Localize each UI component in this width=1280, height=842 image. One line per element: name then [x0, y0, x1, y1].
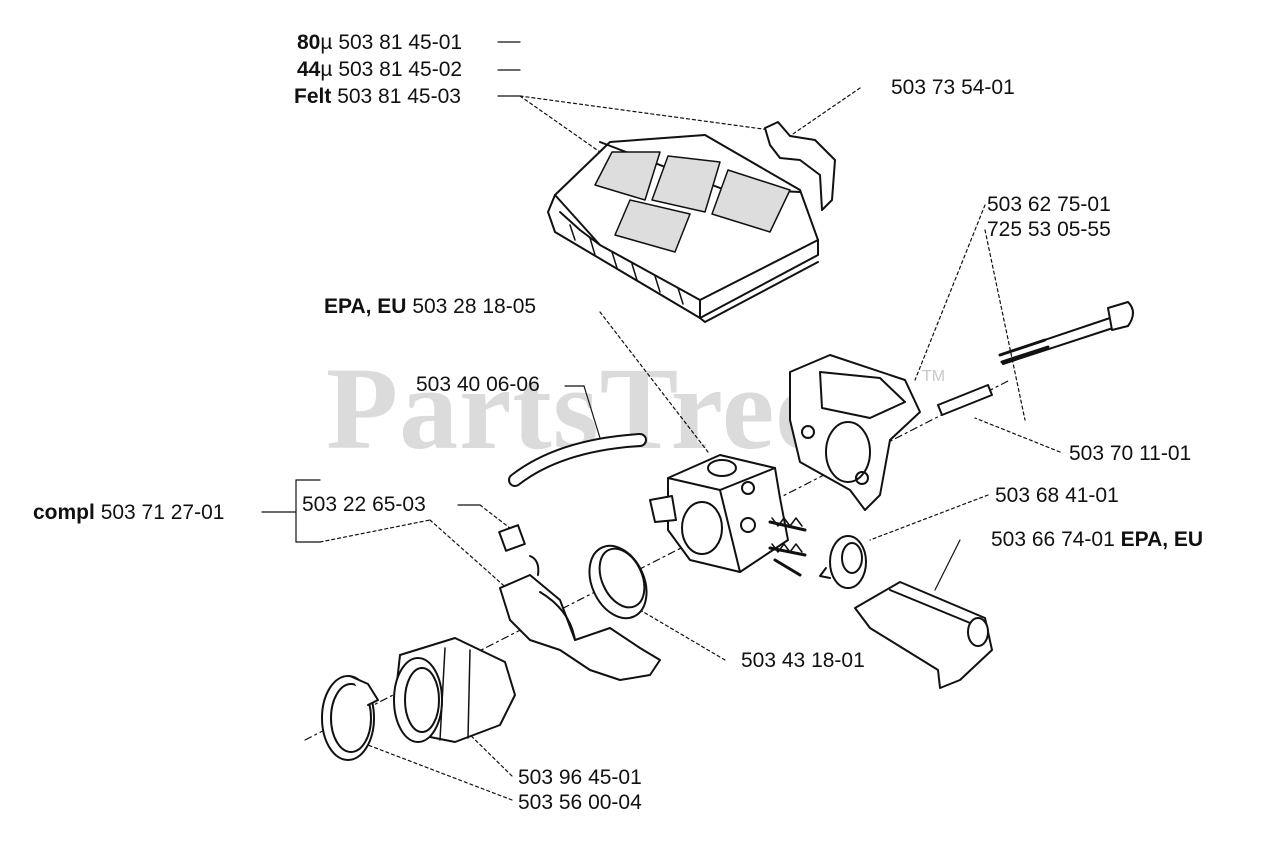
filter-80-prefix: 80 [297, 31, 321, 54]
intake-boot [393, 637, 516, 743]
filter-44-unit: µ [320, 58, 333, 81]
callout-sleeve: 503 70 11-01 [1069, 442, 1191, 466]
callout-gasket: 503 62 75-01 [987, 193, 1111, 217]
carburetor [649, 454, 807, 577]
sleeve [937, 384, 993, 416]
callout-fuel-hose: 503 40 06-06 [416, 373, 540, 397]
callout-intake-boot: 503 96 45-01 [518, 766, 642, 790]
filter-80-part-number: 503 81 45-01 [338, 31, 463, 54]
callout-filter-felt: Felt 503 81 45-03 [294, 85, 461, 109]
callout-filter-80: 80µ 503 81 45-01 [297, 31, 462, 55]
callout-o-ring: 503 43 18-01 [741, 649, 865, 673]
callout-bolt: 725 53 05-55 [987, 218, 1111, 242]
callout-hose-clamp: 503 56 00-04 [518, 791, 642, 815]
adjuster-knob [819, 535, 867, 589]
bolt-part-number: 725 53 05-55 [987, 218, 1111, 241]
fuel-hose [508, 433, 647, 487]
intake-flange [789, 354, 921, 511]
callout-choke-rod: 503 66 74-01 EPA, EU [991, 528, 1203, 552]
hose-clamp [321, 675, 379, 761]
intake-boot-part-number: 503 96 45-01 [518, 766, 642, 789]
callout-carburetor: EPA, EU 503 28 18-05 [324, 295, 536, 319]
choke-rod-part-number: 503 66 74-01 [991, 528, 1115, 551]
filter-44-prefix: 44 [297, 58, 321, 81]
cover-bracket-part-number: 503 73 54-01 [891, 76, 1015, 99]
callout-filter-44: 44µ 503 81 45-02 [297, 58, 462, 82]
filter-80-unit: µ [320, 31, 333, 54]
choke-rod-suffix: EPA, EU [1120, 528, 1204, 551]
watermark-trademark: TM [922, 368, 946, 385]
hose-clamp-part-number: 503 56 00-04 [518, 791, 642, 814]
choke-rod [854, 581, 993, 689]
filter-44-part-number: 503 81 45-02 [338, 58, 463, 81]
carburetor-prefix: EPA, EU [324, 295, 407, 318]
callout-cover-bracket: 503 73 54-01 [891, 76, 1015, 100]
bracket-nut-part-number: 503 22 65-03 [302, 493, 426, 516]
callout-complete-kit: compl 503 71 27-01 [33, 501, 224, 525]
filter-felt-part-number: 503 81 45-03 [337, 85, 461, 108]
callout-knob: 503 68 41-01 [995, 484, 1119, 508]
cover-bracket [764, 121, 836, 211]
knob-part-number: 503 68 41-01 [995, 484, 1119, 507]
bolt [998, 301, 1134, 365]
complete-kit-prefix: compl [33, 501, 95, 524]
bracket [498, 524, 661, 681]
air-filter-cover [547, 134, 819, 323]
o-ring [588, 544, 648, 620]
complete-kit-part-number: 503 71 27-01 [100, 501, 225, 524]
fuel-hose-part-number: 503 40 06-06 [416, 373, 540, 396]
o-ring-part-number: 503 43 18-01 [741, 649, 865, 672]
carburetor-part-number: 503 28 18-05 [412, 295, 537, 318]
sleeve-part-number: 503 70 11-01 [1069, 442, 1192, 465]
filter-felt-prefix: Felt [294, 85, 332, 108]
callout-bracket-nut: 503 22 65-03 [302, 493, 426, 517]
gasket-part-number: 503 62 75-01 [987, 193, 1111, 216]
